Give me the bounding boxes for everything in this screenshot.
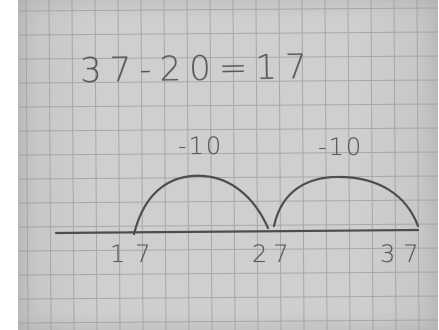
- jump-arc-left: [132, 174, 270, 236]
- number-line: [54, 228, 420, 235]
- graph-paper-grid: [18, 0, 438, 330]
- jump-label-right: -10: [318, 133, 364, 161]
- tick-label-37: 37: [380, 240, 427, 268]
- number-line-drawing: [54, 174, 420, 236]
- jump-arc-right: [272, 175, 420, 228]
- jump-label-left: -10: [178, 132, 224, 160]
- graph-paper-photo: 37-20=17 -10 -10 17 27 37: [18, 0, 438, 330]
- equation-text: 37-20=17: [79, 46, 315, 92]
- tick-label-17: 17: [110, 240, 161, 268]
- tick-label-27: 27: [252, 240, 295, 268]
